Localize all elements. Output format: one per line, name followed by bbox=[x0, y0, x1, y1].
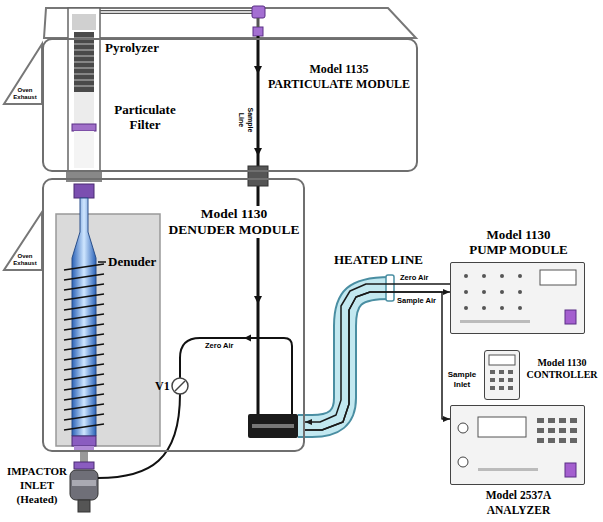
module-panel: Model 1130 DENUDER MODULE bbox=[42, 178, 305, 452]
knob bbox=[458, 423, 468, 433]
display bbox=[540, 270, 576, 285]
exhaust-label: Oven Exhaust bbox=[10, 87, 40, 101]
flow-arrow bbox=[244, 335, 251, 342]
flow-label: Zero Air bbox=[400, 273, 428, 282]
instrument-box: Model 2537A ANALYZER bbox=[450, 405, 585, 485]
module-panel: Model 1135 PARTICULATE MODULE bbox=[42, 38, 418, 172]
keypad bbox=[490, 370, 513, 390]
valve-symbol bbox=[172, 378, 188, 394]
part-label: Pyrolyzer bbox=[105, 40, 159, 56]
knob bbox=[458, 457, 468, 467]
pyrolyzer-element bbox=[74, 32, 94, 92]
oven-exhaust-wedge bbox=[4, 44, 42, 104]
impactor-body bbox=[70, 470, 98, 500]
flow-arrow bbox=[254, 296, 262, 304]
fitting bbox=[74, 184, 94, 198]
coupling bbox=[248, 414, 298, 438]
keypad bbox=[537, 418, 577, 443]
instrument-face bbox=[450, 262, 585, 334]
flow-label: Sample Air bbox=[397, 296, 436, 305]
fitting bbox=[72, 436, 96, 446]
sample-tube bbox=[100, 11, 256, 13]
pyrolyzer-coil bbox=[74, 38, 94, 86]
exhaust-label: Oven Exhaust bbox=[10, 253, 40, 267]
power-switch bbox=[565, 463, 576, 477]
module-label: Model 1130 PUMP MODULE bbox=[468, 227, 570, 257]
oven-exhaust-wedge bbox=[4, 212, 42, 270]
impactor-band bbox=[72, 480, 96, 486]
fitting bbox=[253, 27, 263, 36]
heated-line bbox=[298, 288, 390, 426]
arrowhead bbox=[443, 416, 450, 422]
tube-section bbox=[74, 92, 94, 124]
leader-line bbox=[98, 261, 106, 263]
module-label: Model 2537A ANALYZER bbox=[467, 488, 571, 518]
coupling bbox=[252, 424, 294, 428]
connector bbox=[305, 292, 450, 430]
instrument-box: Model 1130 PUMP MODULE bbox=[450, 262, 585, 334]
flow-arrow bbox=[254, 148, 262, 156]
tube-section bbox=[72, 14, 96, 30]
nameplate bbox=[460, 320, 530, 323]
pyrolyzer-tube bbox=[68, 8, 100, 172]
power-switch bbox=[565, 310, 576, 324]
indicator-lights bbox=[464, 274, 522, 310]
connector bbox=[305, 292, 450, 430]
flow-label: Zero Air bbox=[205, 341, 233, 350]
controller-box: Model 1130 CONTROLLER bbox=[484, 350, 520, 400]
part-label: Denuder bbox=[108, 254, 156, 270]
nameplate bbox=[478, 468, 538, 471]
flow-arrow bbox=[254, 66, 262, 74]
sample-tube bbox=[257, 18, 260, 27]
zero-air-line bbox=[98, 394, 180, 478]
connector bbox=[305, 284, 450, 422]
display bbox=[489, 355, 515, 365]
sample-tube bbox=[100, 10, 256, 14]
valve-symbol bbox=[175, 381, 185, 391]
line-label: Sample Line bbox=[237, 100, 255, 140]
instrument-face bbox=[450, 405, 585, 485]
module-label: Model 1135 PARTICULATE MODULE bbox=[266, 62, 412, 92]
line-label: HEATED LINE bbox=[334, 252, 423, 268]
instrument-face bbox=[484, 350, 520, 400]
zero-air-line bbox=[180, 338, 292, 414]
stem bbox=[80, 452, 88, 462]
arrowhead bbox=[443, 289, 450, 295]
part-label: Particulate Filter bbox=[105, 102, 185, 132]
heated-line bbox=[298, 288, 390, 426]
flow-label: Sample Inlet bbox=[445, 370, 479, 390]
module-label: Model 1130 DENUDER MODULE bbox=[167, 206, 301, 238]
heater-coil bbox=[64, 264, 104, 430]
line-cap bbox=[386, 275, 394, 301]
tube-section bbox=[74, 131, 94, 168]
fitting bbox=[74, 462, 94, 469]
valve-label: V1 bbox=[155, 379, 170, 393]
elbow-fitting bbox=[252, 6, 265, 18]
clamp bbox=[248, 166, 268, 186]
arrowhead bbox=[305, 419, 312, 425]
module-label: Model 1130 CONTROLLER bbox=[525, 357, 599, 381]
display bbox=[478, 417, 526, 437]
connector bbox=[66, 172, 102, 182]
part-label: IMPACTOR INLET (Heated) bbox=[4, 464, 70, 506]
impactor-nozzle bbox=[78, 500, 90, 512]
filter-disc bbox=[72, 124, 96, 131]
